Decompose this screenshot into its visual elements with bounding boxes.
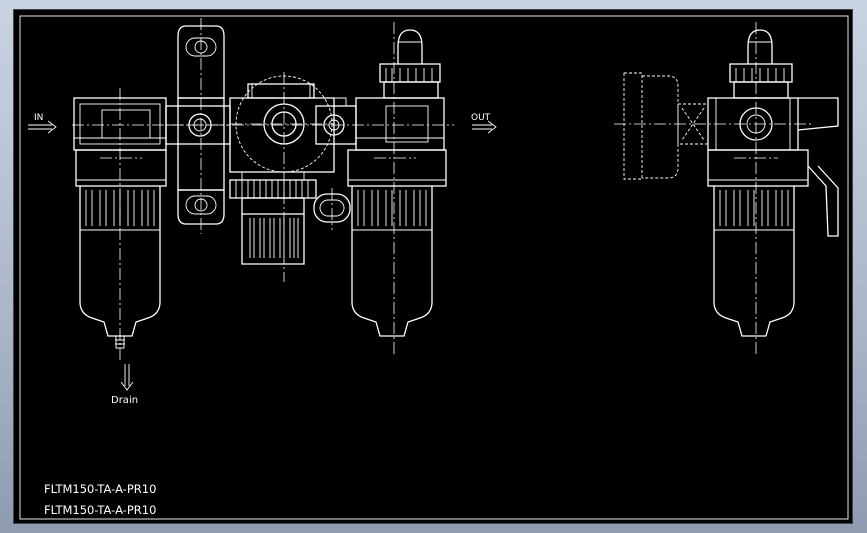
outlet-arrow xyxy=(472,120,497,134)
drawing-border xyxy=(19,15,849,520)
part-number-1: FLTM150-TA-A-PR10 xyxy=(44,482,156,496)
mounting-bracket xyxy=(177,18,225,234)
inlet-arrow xyxy=(28,120,57,134)
filter-unit xyxy=(73,88,167,362)
drain-label: Drain xyxy=(111,395,138,406)
drain-arrow xyxy=(120,364,134,391)
lubricator-unit xyxy=(347,22,447,356)
cad-viewport[interactable]: .l { fill: none; stroke: #ffffff; stroke… xyxy=(13,9,853,524)
part-number-2: FLTM150-TA-A-PR10 xyxy=(44,503,156,517)
outlet-label: OUT xyxy=(471,113,491,123)
regulator-unit xyxy=(229,72,351,282)
inlet-label: IN xyxy=(34,113,43,123)
cad-drawing: .l { fill: none; stroke: #ffffff; stroke… xyxy=(19,15,849,520)
side-view-unit xyxy=(614,22,839,356)
